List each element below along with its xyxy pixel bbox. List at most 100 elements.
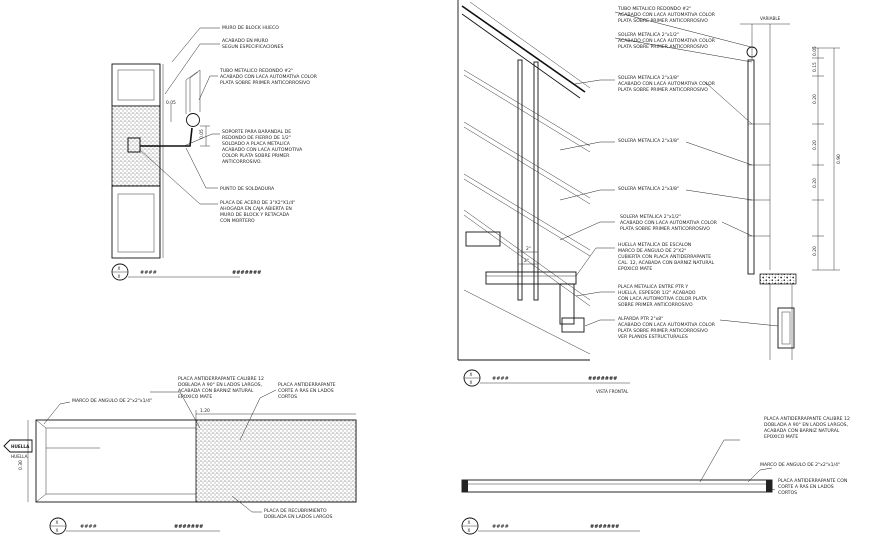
svg-text:AHOGADA EN CAJA ABIERTA EN: AHOGADA EN CAJA ABIERTA EN (220, 206, 292, 212)
svg-text:SEGUN ESPECIFICACIONES: SEGUN ESPECIFICACIONES (222, 44, 283, 50)
variable-label: VARIABLE (760, 16, 781, 21)
svg-text:DOBLADA A 90° EN LADOS LARGOS,: DOBLADA A 90° EN LADOS LARGOS, (178, 382, 263, 388)
svg-text:REDONDO DE FIERRO DE 1/2": REDONDO DE FIERRO DE 1/2" (222, 135, 291, 141)
svg-text:PLACA DE ACERO DE 3"X2"X1/4": PLACA DE ACERO DE 3"X2"X1/4" (220, 200, 295, 206)
post-section (747, 59, 755, 275)
svg-text:#######: ####### (588, 376, 617, 382)
svg-text:PLATA SOBRE PRIMER ANTICORROSI: PLATA SOBRE PRIMER ANTICORROSIVO (618, 87, 708, 93)
svg-text:HUELLA, ESPESOR 1/2" ACABADO: HUELLA, ESPESOR 1/2" ACABADO (618, 290, 696, 296)
detail-stair-railing: 2" 2" VARIABLE 0.05 (457, 0, 842, 394)
svg-text:SOPORTE PARA BARANDAL DE: SOPORTE PARA BARANDAL DE (222, 129, 291, 135)
svg-text:PLACA ANTIDERRAPANTE CON: PLACA ANTIDERRAPANTE CON (778, 478, 847, 484)
dim-chain: 0.05 0.15 0.20 0.90 0.20 0.20 0.20 (812, 46, 842, 271)
svg-text:EPOXICO MATE: EPOXICO MATE (764, 434, 798, 440)
svg-text:SOBRE PRIMER ANTICORROSIVO: SOBRE PRIMER ANTICORROSIVO (618, 302, 693, 308)
svg-text:SOLERA METALICA 2"x1/2": SOLERA METALICA 2"x1/2" (620, 214, 681, 220)
detail-tread-plan: 1.20 0.30 HUELLA HUELLA PLACA ANTIDERRAP… (3, 376, 357, 535)
detail-marker-br: X X #### ####### (461, 517, 640, 535)
svg-text:EPOXICO MATE: EPOXICO MATE (618, 266, 652, 272)
scale-label: ####### (232, 270, 261, 276)
svg-text:CON LACA AUTOMOTIVA COLOR PLAT: CON LACA AUTOMOTIVA COLOR PLATA (618, 296, 708, 302)
svg-text:X: X (470, 372, 473, 377)
svg-text:#######: ####### (174, 524, 203, 530)
svg-text:0.20: 0.20 (812, 94, 818, 104)
svg-text:X: X (56, 528, 59, 533)
svg-text:ACABADO CON LACA AUTOMATIVA CO: ACABADO CON LACA AUTOMATIVA COLOR (618, 38, 716, 44)
floor-section (759, 273, 797, 285)
svg-text:ACABADO CON LACA AUTOMATIVA CO: ACABADO CON LACA AUTOMATIVA COLOR (618, 322, 716, 328)
svg-text:0.20: 0.20 (812, 178, 818, 188)
svg-text:SOLDADO A PLACA METALICA: SOLDADO A PLACA METALICA (222, 141, 291, 147)
svg-text:X: X (468, 528, 471, 533)
block-lower (111, 185, 161, 259)
svg-text:ACABADA CON BARNIZ NATURAL: ACABADA CON BARNIZ NATURAL (764, 428, 840, 434)
label-wall: MURO DE BLOCK HUECO (222, 25, 279, 31)
svg-text:PLATA SOBRE PRIMER ANTICORROSI: PLATA SOBRE PRIMER ANTICORROSIVO (618, 328, 708, 334)
svg-text:HUELLA METALICA DE ESCALON: HUELLA METALICA DE ESCALON (618, 242, 691, 248)
svg-text:0.20: 0.20 (812, 140, 818, 150)
detail-code: #### (140, 270, 157, 276)
tread-section (461, 479, 773, 493)
svg-text:SOLERA METALICA 2"x3/8": SOLERA METALICA 2"x3/8" (618, 138, 679, 144)
svg-text:ACABADO CON LACA AUTOMATIVA CO: ACABADO CON LACA AUTOMATIVA COLOR (618, 12, 716, 18)
detail-marker-bl: X X #### ####### (49, 517, 220, 535)
svg-text:X: X (118, 266, 121, 271)
svg-text:DOBLADA EN LADOS LARGOS: DOBLADA EN LADOS LARGOS (264, 514, 332, 520)
block-lower-cavity (117, 193, 155, 253)
svg-text:MARCO DE ANGULO DE 2"x2"x1/4": MARCO DE ANGULO DE 2"x2"x1/4" (760, 462, 840, 468)
svg-text:PLATA SOBRE PRIMER ANTICORROSI: PLATA SOBRE PRIMER ANTICORROSIVO (618, 44, 708, 50)
svg-text:MARCO DE ANGULO DE 2"x2"x1/4": MARCO DE ANGULO DE 2"x2"x1/4" (72, 398, 152, 404)
stair-tread (485, 271, 577, 285)
handrail-pipe (186, 113, 200, 127)
svg-text:0.15: 0.15 (812, 62, 818, 72)
svg-text:PLACA METALICA ENTRE PTR Y: PLACA METALICA ENTRE PTR Y (618, 284, 688, 290)
svg-text:CUBIERTA CON PLACA ANTIDERRAPA: CUBIERTA CON PLACA ANTIDERRAPANTE (618, 254, 711, 260)
svg-text:EPOXICO MATE: EPOXICO MATE (178, 394, 212, 400)
stringer-section (777, 307, 795, 349)
svg-text:PLACA ANTIDERRAPANTE CALIBRE 1: PLACA ANTIDERRAPANTE CALIBRE 12 (178, 376, 264, 382)
handrail-sloped (461, 5, 586, 93)
svg-text:ALFARDA PTR 2"x8": ALFARDA PTR 2"x8" (618, 316, 663, 322)
svg-text:HUELLA: HUELLA (11, 454, 28, 459)
handrail-elevation (185, 69, 201, 114)
svg-text:ACABADO CON LACA AUTOMOTIVA: ACABADO CON LACA AUTOMOTIVA (222, 147, 303, 153)
svg-text:COLOR PLATA SOBRE PRIMER: COLOR PLATA SOBRE PRIMER (222, 153, 290, 159)
svg-text:ACABADO EN MURO: ACABADO EN MURO (222, 38, 269, 44)
svg-text:PLATA SOBRE PRIMER ANTICORROSI: PLATA SOBRE PRIMER ANTICORROSIVO (620, 226, 710, 232)
svg-text:CORTE A RAS EN LADOS: CORTE A RAS EN LADOS (778, 484, 834, 490)
svg-text:CORTE A RAS EN LADOS: CORTE A RAS EN LADOS (278, 388, 334, 394)
svg-text:SOLERA METALICA 2"x1/2": SOLERA METALICA 2"x1/2" (618, 32, 679, 38)
detail-marker-tl: X X #### ####### (111, 263, 261, 281)
huella-tag: HUELLA HUELLA (3, 439, 33, 459)
svg-text:0.20: 0.20 (812, 246, 818, 256)
detail-marker-tr: X X #### ####### VISTA FRONTAL (463, 369, 630, 394)
post-left (517, 59, 523, 301)
dim-bracket-height: 0.05 (199, 129, 205, 139)
svg-text:####: #### (492, 376, 509, 382)
svg-text:ACABADO CON LACA AUTOMATIVA CO: ACABADO CON LACA AUTOMATIVA COLOR (220, 74, 318, 80)
svg-text:PLACA DE RECUBRIMIENTO: PLACA DE RECUBRIMIENTO (264, 508, 327, 514)
svg-text:X: X (118, 274, 121, 279)
svg-text:X: X (468, 520, 471, 525)
stair-step-upper (465, 231, 501, 247)
svg-text:X: X (56, 520, 59, 525)
svg-text:CAL. 12, ACABADA CON BARNIZ NA: CAL. 12, ACABADA CON BARNIZ NATURAL (618, 260, 715, 266)
view-title: VISTA FRONTAL (596, 389, 629, 394)
svg-text:CON MORTERO: CON MORTERO (220, 218, 255, 224)
svg-text:2": 2" (524, 258, 529, 264)
detail-wall-bracket: 0.05 0.05 MURO DE BLOCK HUECO ACABADO EN… (111, 25, 318, 281)
svg-text:SOLERA METALICA 2"x3/8": SOLERA METALICA 2"x3/8" (618, 75, 679, 81)
svg-text:CORTOS: CORTOS (278, 394, 297, 400)
block-upper-cavity (117, 69, 155, 101)
svg-text:ACABADO CON LACA AUTOMATIVA CO: ACABADO CON LACA AUTOMATIVA COLOR (620, 220, 718, 226)
svg-text:PLATA SOBRE PRIMER ANTICORROSI: PLATA SOBRE PRIMER ANTICORROSIVO (618, 18, 708, 24)
antislip-plate (195, 419, 357, 503)
svg-text:PLATA SOBRE PRIMER ANTICORROSI: PLATA SOBRE PRIMER ANTICORROSIVO (220, 80, 310, 86)
svg-text:TUBO METALICO REDONDO #2": TUBO METALICO REDONDO #2" (617, 6, 691, 12)
svg-text:PLACA ANTIDERRAPANTE: PLACA ANTIDERRAPANTE (278, 382, 336, 388)
svg-text:0.05: 0.05 (812, 46, 818, 56)
svg-text:PLACA ANTIDERRAPANTE CALIBRE 1: PLACA ANTIDERRAPANTE CALIBRE 12 (764, 416, 850, 422)
block-upper (111, 63, 161, 107)
